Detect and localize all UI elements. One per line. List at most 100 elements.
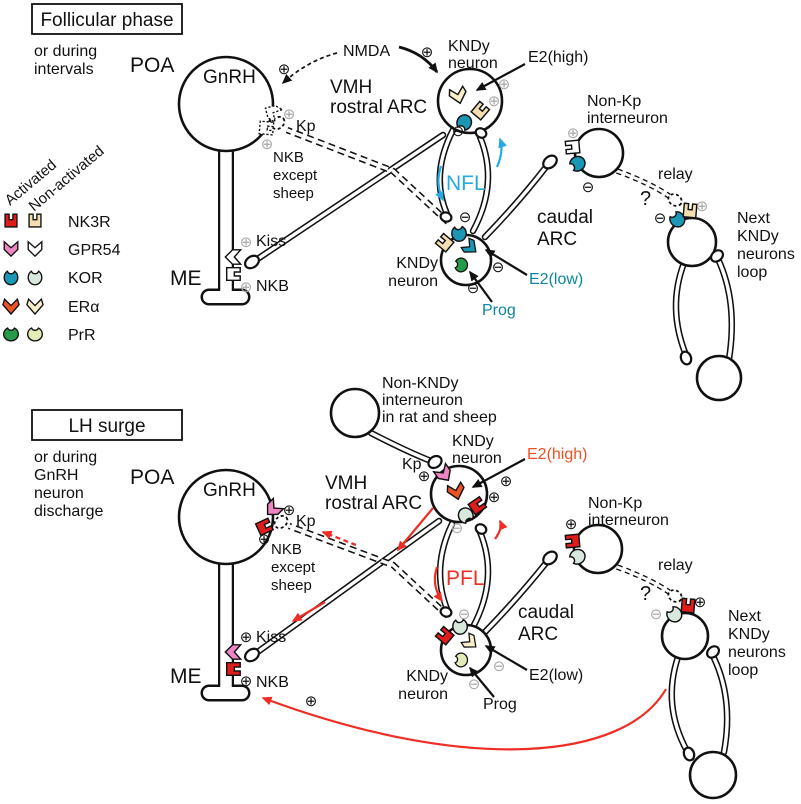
legend: Activated Non-activated NK3R GPR54 KOR E… (2, 143, 121, 344)
top-subtitle-line2: intervals (34, 61, 94, 78)
next-kndy-soma-2-b (688, 750, 738, 800)
e2high-label-top: E2(high) (528, 49, 588, 66)
kndy-caudal-label-b-line2: neuron (398, 686, 448, 703)
minus-sign: ⊖ (468, 676, 481, 693)
nk3r-nonactivated-icon (28, 213, 42, 228)
next-loop-bulb-lower (679, 350, 693, 366)
lh-surge-title: LH surge (68, 416, 145, 437)
pfl-down-arrow (433, 566, 443, 603)
plus-sign: ⊕ (488, 93, 501, 110)
prr-nonactivated-icon (27, 327, 43, 342)
caudal-arc-top-line1: caudal (537, 207, 593, 228)
bottom-subtitle-line2: GnRH (34, 467, 78, 484)
plus-sign: ⊕ (500, 473, 513, 490)
loop-bulb-lower (439, 211, 453, 223)
era-activated-icon (2, 298, 20, 315)
plus-sign: ⊕ (278, 61, 291, 78)
relay-dashed-terminal (667, 193, 683, 207)
legend-icons (2, 213, 44, 342)
terminals-bottom (243, 454, 721, 762)
next-loop-top-line4: loop (737, 264, 767, 281)
loop-bulb-upper-b (474, 523, 488, 535)
interneuron-terminal-bulb-b (542, 550, 558, 566)
e2high-label-bottom: E2(high) (527, 446, 587, 463)
plus-sign: ⊕ (567, 125, 580, 142)
nk3r-me-icon-b (225, 661, 241, 677)
non-kp-label-b-line2: interneuron (588, 512, 669, 529)
plus-sign: ⊕ (565, 516, 578, 533)
plus-sign: ⊕ (421, 44, 434, 61)
vmh-label-bottom-line1: VMH (325, 473, 367, 494)
nkb-except-top-line2: except (273, 167, 318, 184)
gray-signs-top: ⊕ ⊕ ⊕ ⊕ ⊕ ⊕ ⊕ ⊕ (240, 76, 709, 296)
relay-dashed-terminal-b (667, 589, 683, 603)
prog-arrow (469, 270, 493, 303)
minus-sign: ⊖ (582, 179, 595, 196)
pfl-label: PFL (446, 567, 485, 590)
nk3r-dashed-icon (258, 120, 275, 136)
poa-label-bottom: POA (130, 466, 174, 489)
bottom-subtitle-line3: neuron (34, 485, 84, 502)
kndy-caudal-label-top-line2: neuron (388, 273, 438, 290)
lh-surge-panel: ⊕ ⊕ ⊕ ⊕ ⊕ ⊕ ⊕ ⊕ ⊕ ⊕ ⊖ ⊖ ⊖ ⊖ ⊖ LH surge o… (31, 375, 786, 800)
next-loop-top-line1: Next (737, 210, 770, 227)
nkb-except-b-line3: sheep (271, 577, 312, 594)
poa-label-top: POA (130, 54, 174, 77)
kp-label-bottom: Kp (296, 513, 316, 530)
prr-activated-icon (3, 327, 19, 342)
loop-bulb-upper (474, 127, 488, 139)
pfl-up-arrow (494, 519, 508, 540)
next-loop-top-line2: KNDy (737, 228, 779, 245)
next-loop-bulb-lower-b (682, 746, 696, 762)
kor-nonactivated-icon (27, 270, 43, 286)
legend-gpr54-label: GPR54 (68, 242, 121, 259)
black-signs-top: ⊕ ⊕ ⊖ ⊖ ⊖ ⊖ ⊖ ⊖ (278, 44, 667, 297)
non-kp-label-top-line2: interneuron (587, 110, 668, 127)
relay-label-bottom: relay (658, 557, 693, 574)
next-loop-b-line2: KNDy (728, 626, 770, 643)
nkb-label-top: NKB (256, 278, 289, 295)
plus-sign: ⊕ (694, 594, 707, 611)
prog-label-bottom: Prog (483, 696, 517, 713)
plus-sign: ⊕ (261, 136, 274, 153)
kndy-caudal-label-top-line1: KNDy (396, 255, 438, 272)
kndy-rostral-label-top-line1: KNDy (448, 38, 490, 55)
gpr54-nonactivated-icon (27, 241, 43, 257)
e2high-arrow (475, 63, 526, 91)
nfl-up-arrow (495, 137, 507, 168)
gnrh-neuron-soma-b (177, 468, 275, 566)
nk3r-non-kp-icon-b (564, 533, 581, 549)
follicular-phase-box (31, 3, 183, 35)
me-terminal-bulb (243, 254, 261, 270)
non-kndy-terminal-bulb (427, 454, 443, 470)
kndy-to-gnrh-dashed-arrow (321, 530, 357, 547)
plus-sign: ⊕ (240, 234, 253, 251)
minus-sign: ⊖ (452, 123, 465, 140)
prog-arrow-b (469, 666, 495, 698)
gnrh-neuron-soma (177, 55, 275, 153)
legend-era-label: ERα (68, 299, 99, 316)
e2high-arrow-b (471, 458, 526, 488)
vmh-label-top-line1: VMH (330, 77, 372, 98)
non-kndy-label-line2: interneuron (382, 392, 463, 409)
next-kndy-soma-b (660, 611, 710, 661)
minus-sign: ⊖ (451, 520, 464, 537)
nmda-to-gnrh-arrow (281, 52, 338, 85)
next-loop-b-line4: loop (728, 662, 758, 679)
nfl-arrows (435, 137, 507, 202)
caudal-arc-b-line1: caudal (518, 602, 574, 623)
lh-surge-box (31, 409, 183, 441)
loop-bulb-lower-b (439, 606, 453, 618)
nkb-except-top-line1: NKB (273, 149, 304, 166)
bottom-subtitle-line4: discharge (34, 503, 103, 520)
interneuron-terminal-bulb (542, 154, 558, 170)
minus-sign: ⊖ (654, 210, 667, 227)
follicular-phase-panel: ⊕ ⊕ ⊕ ⊕ ⊕ ⊕ ⊕ ⊕ ⊕ ⊕ ⊖ ⊖ ⊖ ⊖ ⊖ ⊖ Follicul… (31, 3, 795, 402)
next-loop-bulb-upper (709, 249, 725, 263)
kndy-to-me-arrow-1 (397, 507, 434, 552)
plus-sign: ⊕ (240, 673, 253, 690)
legend-prr-label: PrR (68, 327, 96, 344)
e2low-arrow-b (484, 645, 528, 671)
